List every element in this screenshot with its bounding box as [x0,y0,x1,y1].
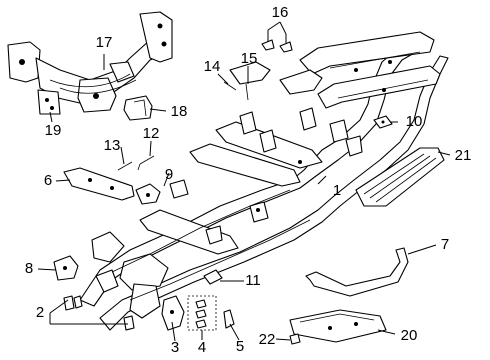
part-15-pin [245,83,249,101]
callout-6: 6 [44,172,52,189]
part-7-strap [305,247,409,297]
callout-2: 2 [36,304,44,321]
part-2-clips [63,295,135,331]
part-5-pin [223,309,235,329]
callout-3: 3 [171,339,179,356]
part-21-skid-plate [355,147,445,207]
callout-21: 21 [455,147,472,164]
part-20-plate [289,309,387,343]
part-12-pin [137,155,155,171]
callout-20: 20 [401,327,418,344]
part-4-fastener-kit [187,295,217,331]
part-10-pad [373,115,393,129]
callout-8: 8 [25,260,33,277]
callout-4: 4 [198,339,206,356]
callout-10: 10 [406,113,423,130]
part-18-bushing [123,95,153,121]
callout-numbers: 1 2 3 4 5 6 7 8 9 10 11 12 13 14 15 16 1… [25,4,472,356]
part-14-pin [223,81,237,91]
callout-14: 14 [204,58,221,75]
part-16-clips [261,39,293,53]
part-11-clip [203,269,223,285]
leader-lines [37,21,451,342]
part-13-pin [117,161,133,171]
part-22-bolt [289,333,301,345]
part-9-mount [135,183,161,205]
callout-13: 13 [104,137,121,154]
callout-7: 7 [441,236,449,253]
callout-22: 22 [259,331,276,348]
part-6-bracket [63,167,135,201]
callout-11: 11 [245,272,261,289]
callout-5: 5 [236,338,244,355]
front-crossmember-assembly [7,11,173,113]
callout-17: 17 [96,34,113,51]
callout-15: 15 [241,50,258,67]
part-8-mount [53,255,79,281]
frame-assembly [79,31,449,331]
callout-16: 16 [272,4,289,21]
callout-9: 9 [165,166,173,183]
part-19-bracket [37,89,61,115]
callout-19: 19 [45,122,62,139]
callout-18: 18 [171,103,188,120]
callout-12: 12 [143,125,160,142]
callout-1: 1 [333,182,341,199]
part-3-bracket [161,295,185,331]
